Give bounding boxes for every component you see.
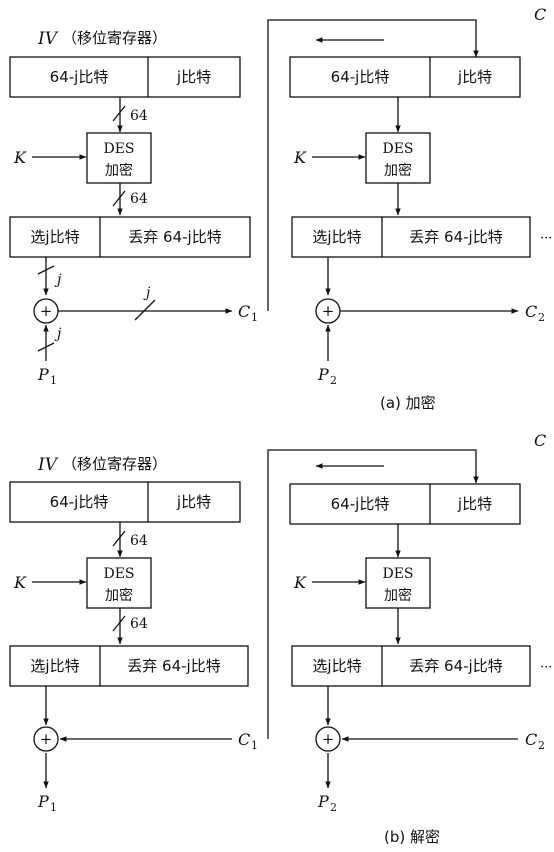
- des-block-2-dec: [365, 557, 431, 609]
- p1-sub-dec: 1: [50, 801, 57, 814]
- c2-sub: 2: [538, 311, 545, 324]
- c1-label-dec: C: [238, 730, 250, 749]
- reg-left-label-2: 64-j比特: [331, 68, 390, 86]
- p2-sub: 2: [330, 374, 337, 387]
- key-label-1: K: [13, 148, 27, 167]
- ellipsis-2: ···: [540, 660, 552, 675]
- discard-label-1: 丢弃 64-j比特: [128, 228, 221, 246]
- discard-label-2-dec: 丢弃 64-j比特: [409, 657, 502, 675]
- discard-label-1-dec: 丢弃 64-j比特: [127, 657, 220, 675]
- iv-label: IV: [37, 29, 59, 49]
- select-label-2: 选j比特: [312, 228, 361, 246]
- key-label-1-dec: K: [13, 573, 27, 592]
- des-block-2: [365, 132, 431, 184]
- reg-left-label-dec: 64-j比特: [50, 493, 109, 511]
- xor-node-2-dec: [315, 726, 341, 752]
- width-64-label-2: 64: [130, 191, 148, 207]
- reg-right-label-dec: j比特: [176, 493, 211, 511]
- des-label-1: DES: [103, 141, 134, 157]
- discard-label-2: 丢弃 64-j比特: [409, 228, 502, 246]
- reg-right-label-2: j比特: [457, 68, 492, 86]
- select-discard-2-dec: [291, 645, 531, 687]
- c2-label: C: [525, 302, 537, 321]
- key-label-2-dec: K: [293, 573, 307, 592]
- select-label-1-dec: 选j比特: [30, 657, 79, 675]
- width-j-label-2: j: [54, 326, 62, 342]
- iv-note-dec: （移位寄存器）: [62, 455, 167, 473]
- select-label-2-dec: 选j比特: [312, 657, 361, 675]
- shift-register-1: [9, 56, 241, 98]
- c1-sub: 1: [251, 311, 258, 324]
- c2-sub-dec: 2: [538, 739, 545, 752]
- p2-sub-dec: 2: [330, 801, 337, 814]
- des-label-1b-dec: 加密: [105, 587, 133, 604]
- decryption-panel: IV （移位寄存器） C 64-j比特 j比特 64 DES 加密 K 64 选…: [9, 431, 552, 846]
- iv-note: （移位寄存器）: [62, 29, 167, 47]
- reg-left-label: 64-j比特: [50, 68, 109, 86]
- shift-register-1-dec: [9, 481, 241, 523]
- encryption-panel: IV （移位寄存器） C 64-j比特 j比特 64 DES 加密 K 64 选…: [9, 5, 552, 412]
- c1-label: C: [238, 302, 250, 321]
- width-64-label-dec-2: 64: [130, 616, 148, 632]
- xor-symbol-2: +: [322, 302, 335, 320]
- des-label-2-dec: DES: [382, 566, 413, 582]
- shift-register-2-dec: [289, 483, 521, 525]
- width-j-label-3: j: [143, 285, 151, 301]
- des-label-2b-dec: 加密: [384, 587, 412, 604]
- xor-symbol-1-dec: +: [40, 730, 53, 748]
- cm-label-bottom: C: [534, 431, 546, 450]
- cm-label-top: C: [534, 5, 546, 24]
- select-discard-2: [291, 216, 531, 258]
- select-discard-1-dec: [9, 645, 249, 687]
- iv-label-dec: IV: [37, 455, 59, 475]
- des-label-1b: 加密: [105, 162, 133, 179]
- c1-sub-dec: 1: [251, 739, 258, 752]
- xor-node-1-dec: [33, 726, 59, 752]
- p2-label: P: [317, 365, 329, 384]
- p2-label-dec: P: [317, 792, 329, 811]
- caption-decryption: (b) 解密: [384, 828, 440, 846]
- des-block-1: [86, 132, 152, 184]
- des-label-2: DES: [382, 141, 413, 157]
- p1-label-dec: P: [37, 792, 49, 811]
- xor-symbol-1: +: [40, 302, 53, 320]
- width-j-label-1: j: [54, 272, 62, 288]
- reg-left-label-2-dec: 64-j比特: [331, 495, 390, 513]
- reg-right-label-2-dec: j比特: [457, 495, 492, 513]
- caption-encryption: (a) 加密: [380, 394, 436, 412]
- select-discard-1: [9, 216, 251, 258]
- des-block-1-dec: [86, 557, 152, 609]
- des-label-2b: 加密: [384, 162, 412, 179]
- select-label-1: 选j比特: [30, 228, 79, 246]
- c2-label-dec: C: [525, 730, 537, 749]
- p1-sub: 1: [50, 374, 57, 387]
- p1-label: P: [37, 365, 49, 384]
- reg-right-label: j比特: [176, 68, 211, 86]
- xor-symbol-2-dec: +: [322, 730, 335, 748]
- width-64-label: 64: [130, 108, 148, 124]
- shift-register-2: [289, 56, 521, 98]
- key-label-2: K: [293, 148, 307, 167]
- ellipsis-1: ···: [540, 231, 552, 246]
- des-label-1-dec: DES: [103, 566, 134, 582]
- width-64-label-dec: 64: [130, 533, 148, 549]
